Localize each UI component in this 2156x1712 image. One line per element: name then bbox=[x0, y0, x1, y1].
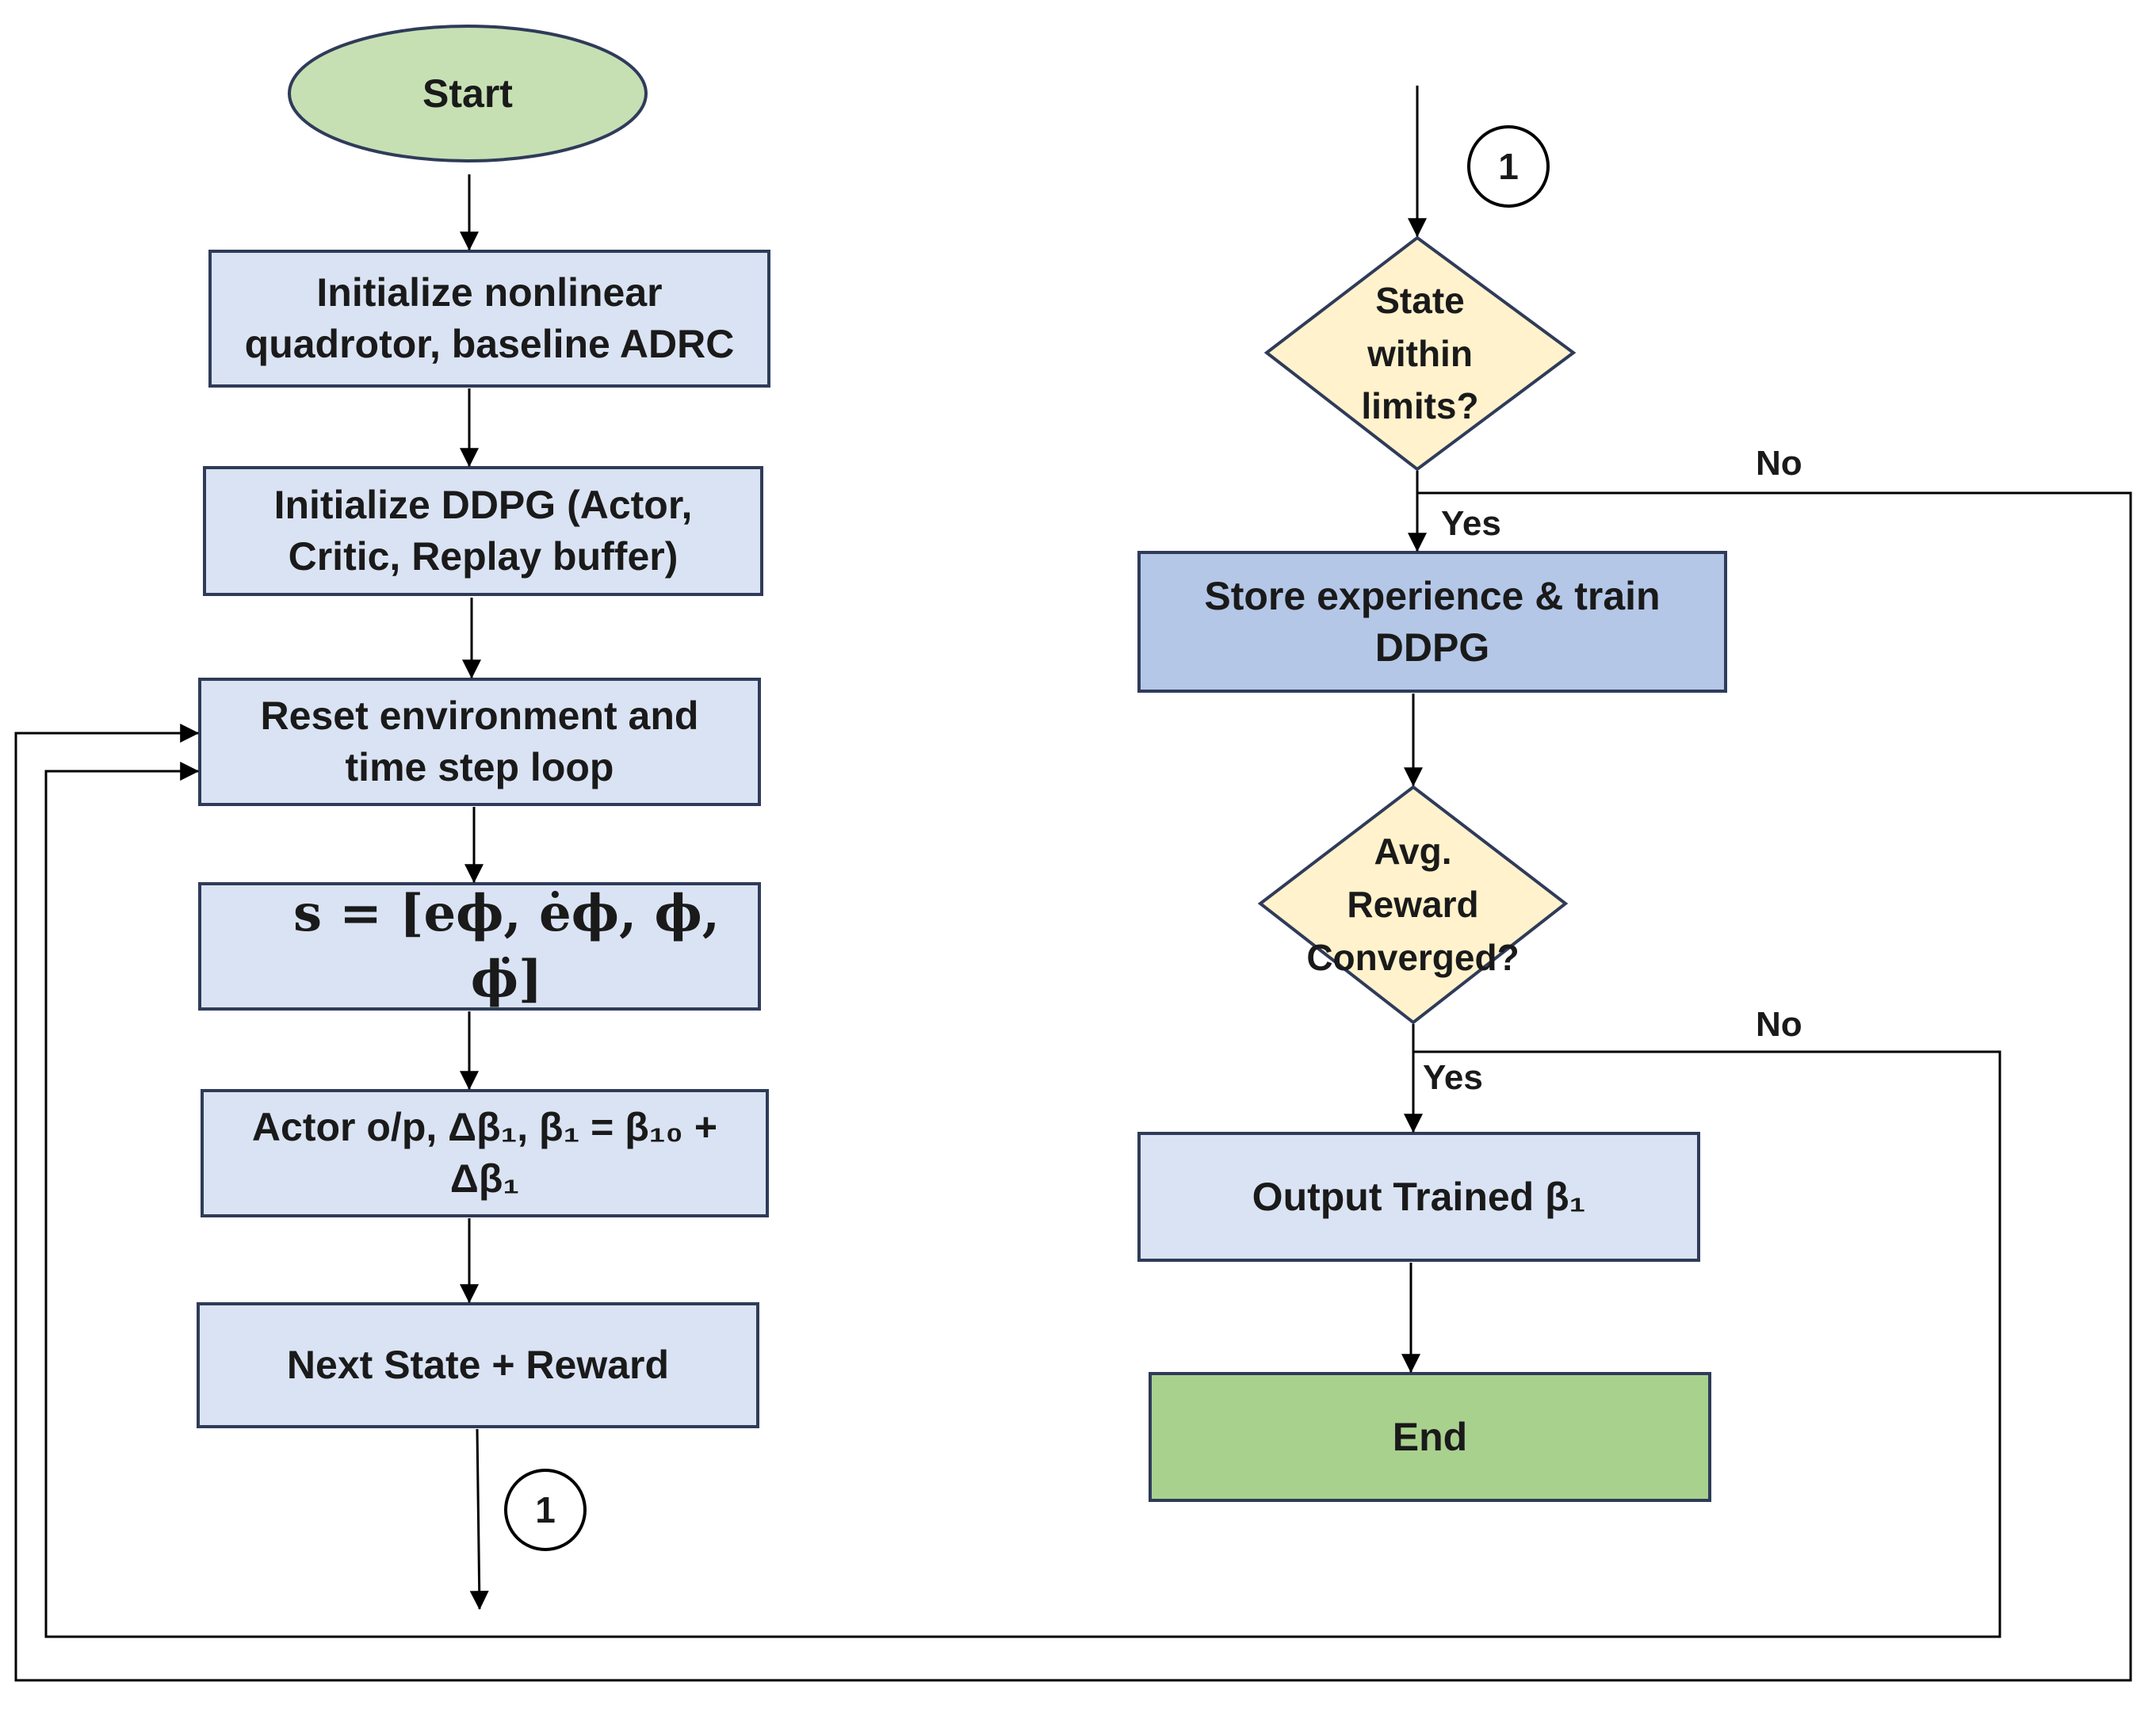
reward-converged-diamond bbox=[1257, 785, 1569, 1025]
arrow-next-to-connector bbox=[469, 1428, 489, 1611]
next-state-label: Next State + Reward bbox=[286, 1343, 670, 1387]
actor-output-box bbox=[201, 1089, 769, 1217]
output-trained-label: Output Trained β₁ bbox=[1252, 1174, 1586, 1219]
edge-label-converged-yes: Yes bbox=[1423, 1058, 1483, 1097]
edge-label-converged-no: No bbox=[1756, 1005, 1802, 1044]
reset-env-label: Reset environment and time step loop bbox=[260, 694, 699, 789]
init-ddpg-box bbox=[203, 466, 763, 596]
init-quadrotor-label: Initialize nonlinear quadrotor, baseline… bbox=[244, 270, 735, 366]
init-ddpg-label: Initialize DDPG (Actor, Critic, Replay b… bbox=[273, 483, 693, 579]
connector-label-left: 1 bbox=[535, 1489, 556, 1530]
store-train-box bbox=[1137, 551, 1727, 693]
state-vector-label: s = [eϕ, ėϕ, ϕ, ϕ̇] bbox=[292, 883, 721, 1009]
loop-limits-no bbox=[14, 491, 2132, 1682]
start-label: Start bbox=[422, 71, 513, 116]
next-state-box bbox=[197, 1302, 759, 1428]
output-trained-box bbox=[1137, 1132, 1700, 1262]
connector-circle-right bbox=[1467, 125, 1550, 208]
end-box bbox=[1149, 1372, 1711, 1502]
state-vector-box bbox=[198, 882, 761, 1011]
end-label: End bbox=[1392, 1414, 1468, 1459]
connector-label-right: 1 bbox=[1498, 146, 1519, 187]
edge-label-limits-no: No bbox=[1756, 444, 1802, 483]
state-limits-label: State within limits? bbox=[1361, 279, 1479, 427]
reward-converged-label: Avg. Reward Converged? bbox=[1306, 831, 1520, 978]
store-train-label: Store experience & train DDPG bbox=[1204, 573, 1661, 670]
edge-label-limits-yes: Yes bbox=[1441, 504, 1501, 543]
loop-converged-no bbox=[44, 762, 2001, 1638]
init-quadrotor-box bbox=[208, 250, 770, 388]
actor-output-label: Actor o/p, Δβ₁, β₁ = β₁₀ + Δβ₁ bbox=[251, 1105, 718, 1201]
reset-env-box bbox=[198, 678, 761, 806]
connector-circle-left bbox=[504, 1469, 587, 1551]
start-node-shape bbox=[288, 25, 648, 162]
state-limits-diamond bbox=[1263, 235, 1577, 472]
